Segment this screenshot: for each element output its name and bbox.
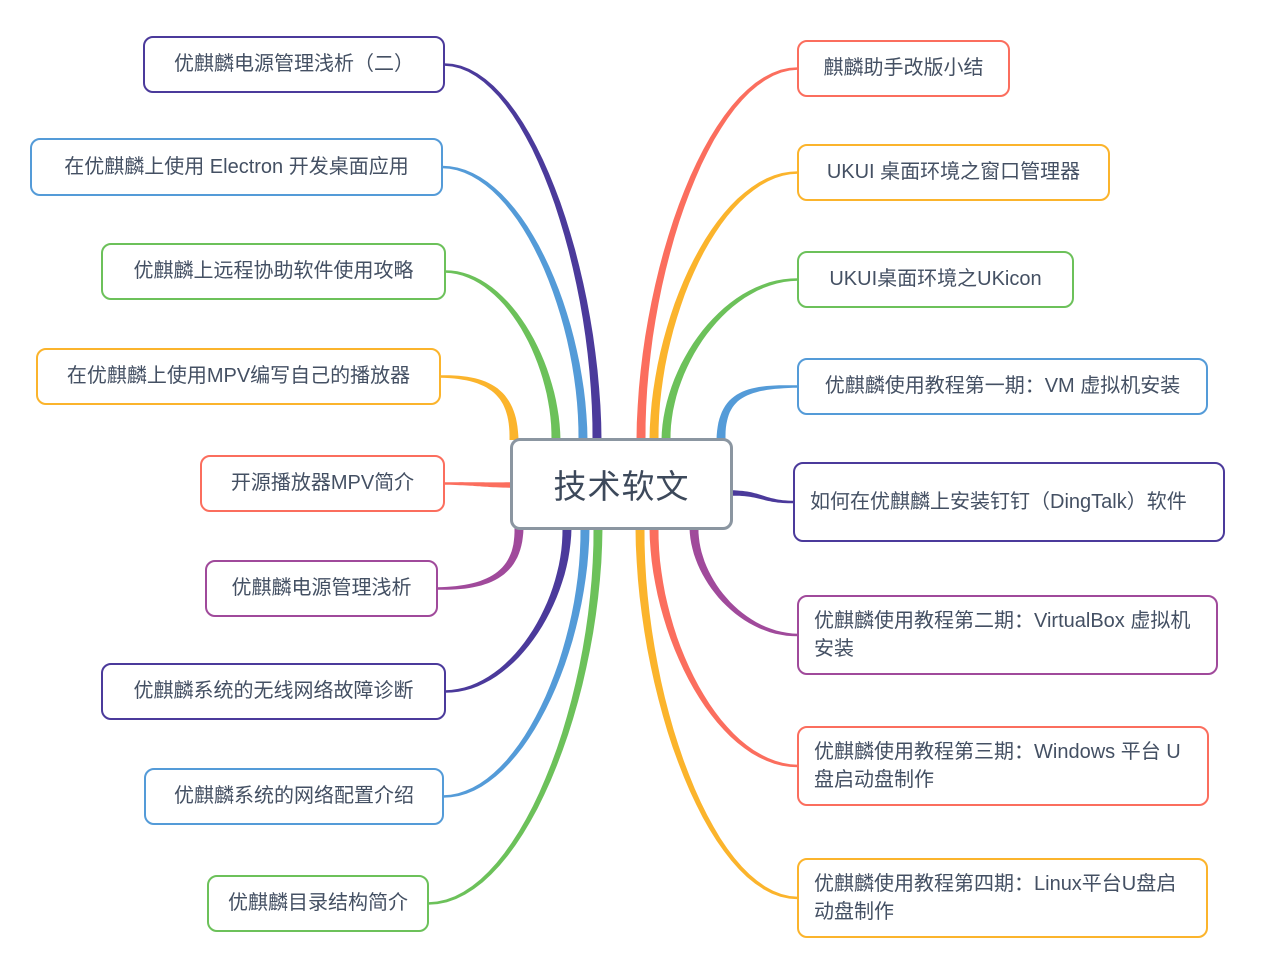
connector-right-4	[716, 385, 798, 440]
connector-left-8	[443, 528, 590, 798]
mindmap-node-right-6[interactable]: 优麒麟使用教程第二期：VirtualBox 虚拟机安装	[797, 595, 1218, 675]
mindmap-node-left-2[interactable]: 在优麒麟上使用 Electron 开发桌面应用	[30, 138, 443, 196]
connector-left-3	[445, 270, 561, 440]
connector-left-9	[428, 528, 603, 905]
connector-right-7	[649, 528, 798, 768]
mindmap-node-left-5[interactable]: 开源播放器MPV简介	[200, 455, 445, 512]
connector-right-5	[731, 490, 794, 504]
connector-left-2	[442, 165, 588, 441]
mindmap-node-right-7[interactable]: 优麒麟使用教程第三期：Windows 平台 U 盘启动盘制作	[797, 726, 1209, 806]
mindmap-node-left-4[interactable]: 在优麒麟上使用MPV编写自己的播放器	[36, 348, 441, 405]
connector-left-7	[445, 528, 572, 693]
mindmap-node-right-1[interactable]: 麒麟助手改版小结	[797, 40, 1010, 97]
connector-right-3	[661, 278, 798, 440]
connector-right-2	[649, 171, 798, 441]
connector-right-6	[689, 528, 798, 637]
connector-right-8	[635, 528, 798, 900]
mindmap-node-left-1[interactable]: 优麒麟电源管理浅析（二）	[143, 36, 445, 93]
mindmap-node-right-4[interactable]: 优麒麟使用教程第一期：VM 虚拟机安装	[797, 358, 1208, 415]
mindmap-node-right-2[interactable]: UKUI 桌面环境之窗口管理器	[797, 144, 1110, 201]
mindmap-node-right-8[interactable]: 优麒麟使用教程第四期：Linux平台U盘启动盘制作	[797, 858, 1208, 938]
mindmap-node-left-3[interactable]: 优麒麟上远程协助软件使用攻略	[101, 243, 446, 300]
connector-left-1	[444, 63, 602, 441]
mindmap-node-left-9[interactable]: 优麒麟目录结构简介	[207, 875, 429, 932]
connector-right-1	[636, 67, 798, 441]
mindmap-node-left-6[interactable]: 优麒麟电源管理浅析	[205, 560, 438, 617]
connector-left-5	[444, 482, 512, 488]
central-topic-node[interactable]: 技术软文	[510, 438, 733, 530]
mindmap-node-left-8[interactable]: 优麒麟系统的网络配置介绍	[144, 768, 444, 825]
connector-left-4	[440, 375, 519, 440]
mindmap-node-right-5[interactable]: 如何在优麒麟上安装钉钉（DingTalk）软件	[793, 462, 1225, 542]
mindmap-node-left-7[interactable]: 优麒麟系统的无线网络故障诊断	[101, 663, 446, 720]
connector-left-6	[437, 528, 524, 590]
mindmap-node-right-3[interactable]: UKUI桌面环境之UKicon	[797, 251, 1074, 308]
